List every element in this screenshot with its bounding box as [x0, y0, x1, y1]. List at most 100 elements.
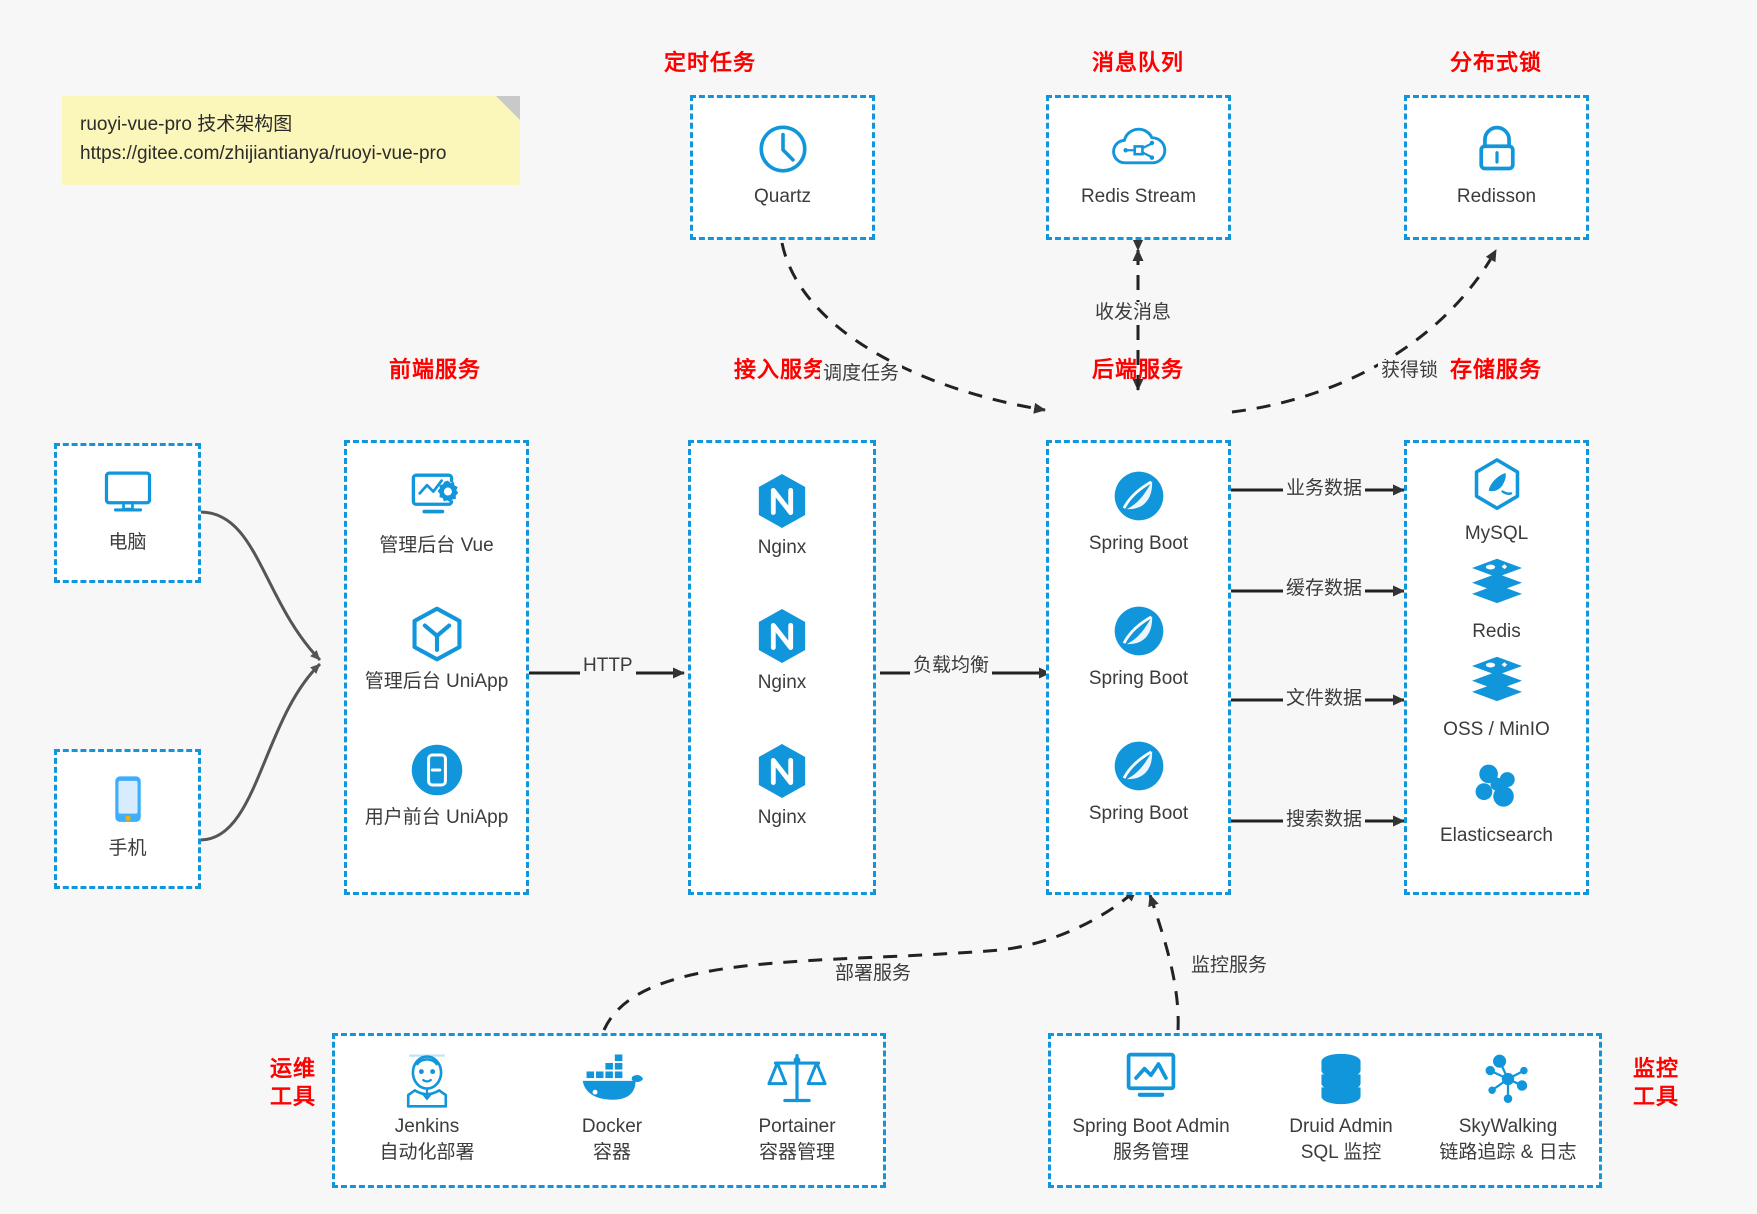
group-title-backend: 后端服务: [1091, 357, 1184, 382]
node-label: 管理后台 Vue: [379, 535, 494, 556]
node-label: Spring Boot: [1088, 803, 1189, 824]
note-fold-corner: [496, 96, 520, 120]
group-box-mq: Redis Stream: [1046, 95, 1231, 240]
node-mobile[interactable]: 手机: [57, 772, 198, 862]
node-spring-boot-3[interactable]: Spring Boot: [1049, 737, 1228, 827]
node-label: 管理后台 UniApp: [364, 671, 509, 692]
node-redisson[interactable]: Redisson: [1407, 120, 1586, 210]
mobile-icon: [57, 772, 198, 830]
group-title-monitor-line-1: 监控: [1632, 1056, 1679, 1081]
node-label: 电脑: [108, 532, 147, 553]
node-spring-boot-2[interactable]: Spring Boot: [1049, 602, 1228, 692]
node-label: Druid Admin: [1289, 1116, 1393, 1137]
group-box-gateway: Nginx Nginx Nginx: [688, 440, 876, 895]
node-label: Spring Boot: [1088, 533, 1189, 554]
edge-label-file-data: 文件数据: [1283, 688, 1366, 711]
nginx-icon: [691, 606, 873, 664]
edge-label-acquire-lock: 获得锁: [1378, 360, 1442, 383]
node-label: Spring Boot Admin: [1072, 1116, 1230, 1137]
edge-label-search-data: 搜索数据: [1283, 809, 1366, 832]
node-redis[interactable]: Redis: [1407, 555, 1586, 645]
node-spring-boot-admin[interactable]: Spring Boot Admin 服务管理: [1051, 1050, 1251, 1165]
spring-boot-icon: [1049, 467, 1228, 525]
node-sublabel: SQL 监控: [1300, 1141, 1382, 1163]
group-box-backend: Spring Boot Spring Boot Spring Boot: [1046, 440, 1231, 895]
lock-icon: [1407, 120, 1586, 178]
monitor-chart-icon: [1051, 1050, 1251, 1108]
node-nginx-2[interactable]: Nginx: [691, 606, 873, 696]
edge-label-cache-data: 缓存数据: [1283, 578, 1366, 601]
cloud-network-icon: [1049, 120, 1228, 178]
node-nginx-3[interactable]: Nginx: [691, 741, 873, 831]
node-admin-vue[interactable]: 管理后台 Vue: [347, 469, 526, 559]
node-mysql[interactable]: MySQL: [1407, 457, 1586, 547]
group-box-client-phone: 手机: [54, 749, 201, 889]
edge-label-load-balance: 负载均衡: [910, 655, 993, 678]
edge-label-deploy-service: 部署服务: [832, 963, 915, 986]
group-title-devops: 运维 工具: [258, 1055, 328, 1110]
node-label: 手机: [108, 838, 147, 859]
node-quartz[interactable]: Quartz: [693, 120, 872, 210]
node-elasticsearch[interactable]: Elasticsearch: [1407, 759, 1586, 849]
group-title-mq: 消息队列: [1091, 50, 1184, 75]
node-label: MySQL: [1464, 523, 1529, 544]
jenkins-icon: [335, 1050, 519, 1108]
elasticsearch-icon: [1407, 759, 1586, 817]
diagram-note: ruoyi-vue-pro 技术架构图 https://gitee.com/zh…: [62, 96, 520, 185]
node-desktop[interactable]: 电脑: [57, 466, 198, 556]
node-label: Nginx: [757, 537, 807, 558]
group-box-client-pc: 电脑: [54, 443, 201, 583]
node-label: Quartz: [753, 186, 812, 207]
node-docker[interactable]: Docker 容器: [520, 1050, 704, 1165]
group-box-frontend: 管理后台 Vue 管理后台 UniApp 用户前台 UniApp: [344, 440, 529, 895]
node-user-uniapp[interactable]: 用户前台 UniApp: [347, 741, 526, 831]
group-title-storage: 存储服务: [1449, 357, 1542, 382]
node-spring-boot-1[interactable]: Spring Boot: [1049, 467, 1228, 557]
group-title-devops-line-1: 运维: [269, 1056, 316, 1081]
node-redis-stream[interactable]: Redis Stream: [1049, 120, 1228, 210]
edge-label-schedule-task: 调度任务: [820, 363, 903, 386]
node-jenkins[interactable]: Jenkins 自动化部署: [335, 1050, 519, 1165]
edge-label-http: HTTP: [580, 655, 636, 678]
node-label: Portainer: [758, 1116, 836, 1137]
edge-label-monitor-service: 监控服务: [1188, 955, 1271, 978]
node-skywalking[interactable]: SkyWalking 链路追踪 & 日志: [1411, 1050, 1605, 1165]
group-box-devops: Jenkins 自动化部署 Docker 容器: [332, 1033, 886, 1188]
node-label: Docker: [581, 1116, 643, 1137]
node-sublabel: 容器管理: [758, 1141, 835, 1163]
group-title-monitor-line-2: 工具: [1632, 1083, 1679, 1109]
group-title-gateway: 接入服务: [733, 357, 826, 382]
edge-label-send-receive: 收发消息: [1092, 302, 1175, 325]
spring-boot-icon: [1049, 737, 1228, 795]
node-label: 用户前台 UniApp: [364, 807, 509, 828]
node-oss-minio[interactable]: OSS / MinIO: [1407, 653, 1586, 743]
note-line-1: ruoyi-vue-pro 技术架构图: [80, 114, 293, 135]
skywalking-icon: [1411, 1050, 1605, 1108]
group-title-lock: 分布式锁: [1449, 50, 1542, 75]
mysql-icon: [1407, 457, 1586, 515]
node-druid-admin[interactable]: Druid Admin SQL 监控: [1251, 1050, 1431, 1165]
node-label: Nginx: [757, 807, 807, 828]
group-box-lock: Redisson: [1404, 95, 1589, 240]
node-label: Spring Boot: [1088, 668, 1189, 689]
node-sublabel: 容器: [592, 1141, 631, 1163]
nginx-icon: [691, 471, 873, 529]
redis-icon: [1407, 555, 1586, 613]
node-portainer[interactable]: Portainer 容器管理: [705, 1050, 889, 1165]
oss-icon: [1407, 653, 1586, 711]
node-sublabel: 自动化部署: [379, 1141, 475, 1163]
node-sublabel: 链路追踪 & 日志: [1439, 1141, 1577, 1163]
node-label: Elasticsearch: [1440, 825, 1553, 846]
group-title-scheduler: 定时任务: [663, 50, 756, 75]
group-title-devops-line-2: 工具: [269, 1083, 316, 1109]
uniapp-cube-icon: [347, 605, 526, 663]
desktop-icon: [57, 466, 198, 524]
node-admin-uniapp[interactable]: 管理后台 UniApp: [347, 605, 526, 695]
node-label: Redisson: [1456, 186, 1537, 207]
node-label: Nginx: [757, 672, 807, 693]
note-line-2: https://gitee.com/zhijiantianya/ruoyi-vu…: [80, 143, 447, 165]
dashboard-gear-icon: [347, 469, 526, 527]
node-nginx-1[interactable]: Nginx: [691, 471, 873, 561]
node-label: Jenkins: [394, 1116, 460, 1137]
